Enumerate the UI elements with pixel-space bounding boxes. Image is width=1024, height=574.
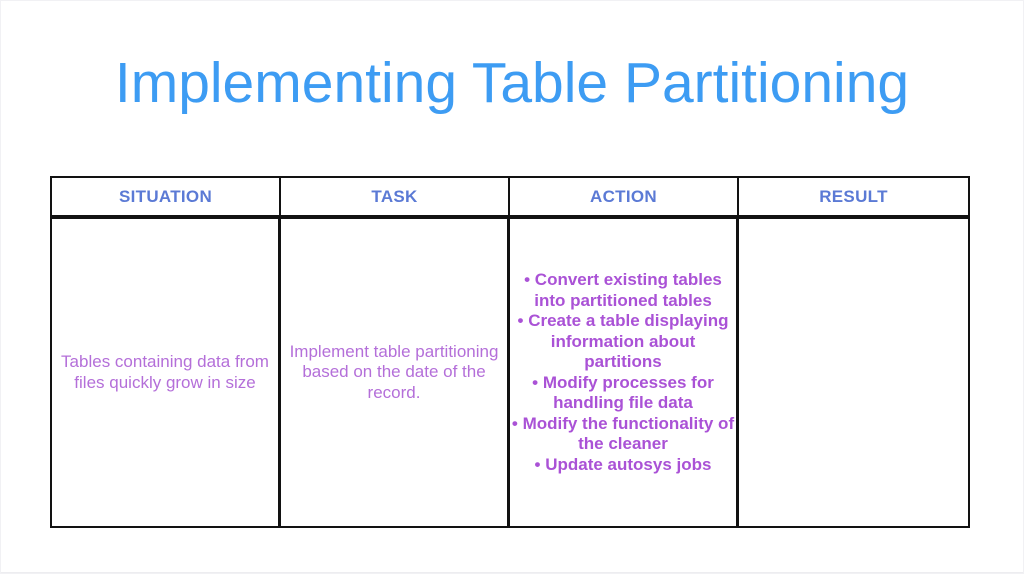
column-header-situation: SITUATION [52, 178, 281, 219]
task-text: Implement table partitioning based on th… [289, 341, 499, 402]
action-bullet: • Convert existing tables into partition… [524, 270, 722, 310]
situation-text: Tables containing data from files quickl… [61, 352, 269, 392]
action-bullet: • Modify processes for handling file dat… [532, 372, 714, 413]
task-cell: Implement table partitioning based on th… [281, 219, 510, 526]
column-header-result: RESULT [739, 178, 968, 219]
result-cell [739, 219, 968, 526]
situation-cell: Tables containing data from files quickl… [52, 219, 281, 526]
action-bullet: • Modify the functionality of the cleane… [511, 413, 735, 454]
action-bullet: • Create a table displaying information … [517, 311, 729, 371]
action-bullet-list: • Convert existing tables into partition… [511, 270, 735, 475]
column-header-task: TASK [281, 178, 510, 219]
action-cell: • Convert existing tables into partition… [510, 219, 739, 526]
column-header-action: ACTION [510, 178, 739, 219]
slide-title: Implementing Table Partitioning [114, 51, 910, 115]
action-bullet: • Update autosys jobs [534, 454, 712, 474]
star-table: SITUATION TASK ACTION RESULT Tables cont… [50, 176, 970, 528]
